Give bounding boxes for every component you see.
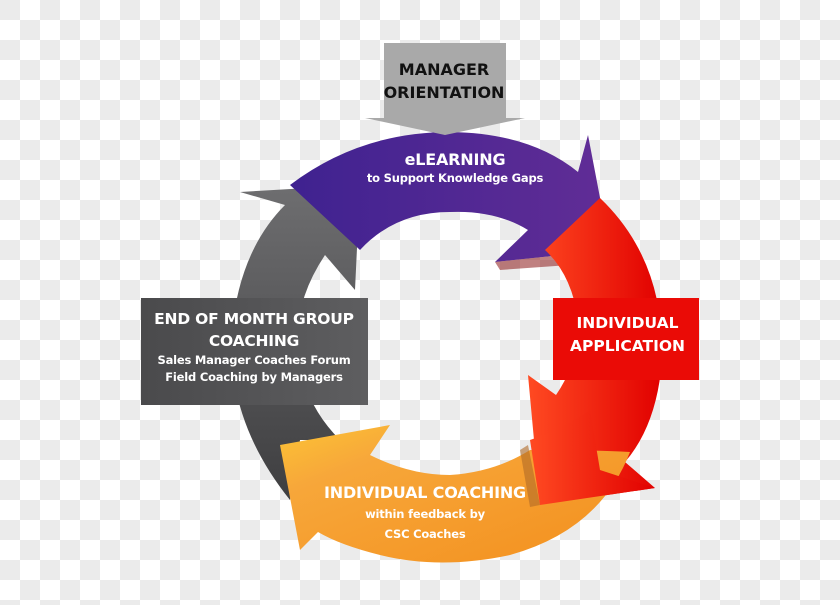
manager-orientation-line1: MANAGER	[398, 60, 490, 79]
manager-orientation-arrow	[365, 43, 525, 135]
individual-coaching-sub-line2: CSC Coaches	[384, 527, 466, 542]
individual-application-label: INDIVIDUAL APPLICATION	[555, 312, 700, 358]
manager-orientation-label: MANAGER ORIENTATION	[362, 58, 526, 104]
individual-application-line2: APPLICATION	[569, 337, 686, 355]
individual-coaching-arc	[280, 410, 655, 563]
manager-orientation-line2: ORIENTATION	[383, 83, 505, 102]
elearning-label: eLEARNING to Support Knowledge Gaps	[340, 150, 570, 186]
elearning-title: eLEARNING	[404, 150, 506, 169]
individual-application-line1: INDIVIDUAL	[576, 314, 679, 332]
group-coaching-box	[141, 298, 368, 405]
group-coaching-label: END OF MONTH GROUP COACHING Sales Manage…	[140, 308, 368, 386]
elearning-subtitle: to Support Knowledge Gaps	[366, 171, 544, 186]
group-coaching-sub-line2: Field Coaching by Managers	[165, 370, 343, 384]
group-coaching-title-line1: END OF MONTH GROUP	[154, 310, 354, 328]
individual-application-box	[553, 298, 699, 380]
individual-coaching-title: INDIVIDUAL COACHING	[324, 483, 526, 502]
group-coaching-sub-line1: Sales Manager Coaches Forum	[157, 353, 351, 367]
individual-coaching-sub-line1: within feedback by	[365, 507, 485, 522]
individual-coaching-label: INDIVIDUAL COACHING within feedback by C…	[295, 483, 555, 542]
group-coaching-title-line2: COACHING	[208, 332, 300, 350]
